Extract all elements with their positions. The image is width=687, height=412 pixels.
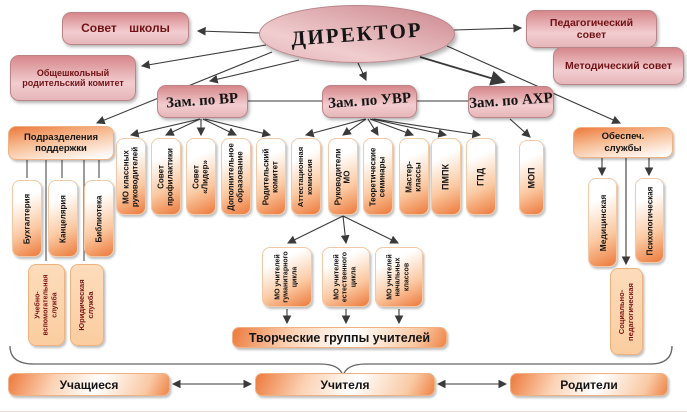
node-label: Подразделения поддержки [23, 131, 99, 154]
node-label: Канцелярия [58, 194, 68, 243]
node-legal-service: Юридическая служба [70, 264, 104, 346]
node-students: Учащиеся [8, 373, 170, 396]
node-pmpk: ПМПК [431, 138, 461, 215]
node-label: Учащиеся [59, 377, 119, 392]
node-label: Совет школы [81, 20, 170, 35]
node-master-classes: Мастер-классы [399, 138, 429, 215]
node-pedagogical-council: Педагогический совет [526, 10, 657, 48]
node-mo-humanities: МО учителей гуманитарного цикла [262, 247, 312, 307]
node-label: Учебно-вспомогательная служба [34, 274, 58, 336]
node-deputy-uvr: Зам. по УВР [322, 85, 417, 118]
node-attestation-commission: Аттестационная комиссия [291, 138, 321, 215]
node-label: Методический совет [565, 59, 672, 72]
node-label: Творческие группы учителей [248, 330, 431, 345]
node-label: ДИРЕКТОР [290, 16, 424, 51]
node-label: Библиотека [94, 195, 104, 242]
node-support-services-header: Обеспеч. службы [573, 127, 673, 158]
node-library: Библиотека [84, 180, 114, 257]
node-label: Медицинская [597, 194, 608, 251]
node-theoretical-seminars: Теоретические семинары [363, 138, 393, 215]
node-teachers: Учителя [255, 373, 435, 396]
node-support-divisions-header: Подразделения поддержки [8, 126, 114, 160]
node-label: МО учителей гуманитарного цикла [274, 251, 299, 303]
node-label: Зам. по ВР [165, 90, 240, 112]
node-label: Теоретические семинары [368, 147, 387, 206]
node-label: Аттестационная комиссия [296, 146, 314, 207]
node-methodical-council: Методический совет [553, 47, 684, 85]
node-label: Совет профилактики [156, 147, 175, 206]
node-label: МО классных руководителей [121, 146, 140, 207]
node-label: Социально-педагогическая [616, 282, 635, 341]
node-mo-primary-classes: МО учителей начальных классов [375, 247, 423, 307]
node-label: Педагогический совет [549, 16, 634, 41]
node-label: Учителя [320, 377, 370, 392]
node-label: Общешкольный родительский комитет [22, 67, 124, 88]
node-additional-education: Дополнительное образование [221, 138, 251, 215]
node-label: Руководители МО [333, 148, 352, 205]
node-parents: Родители [510, 373, 668, 396]
node-creative-groups: Творческие группы учителей [232, 327, 447, 348]
node-mo-leaders: Руководители МО [328, 138, 358, 215]
node-label: Мастер-классы [404, 160, 423, 193]
node-label: ПМПК [440, 163, 451, 190]
node-label: МОП [526, 167, 537, 188]
node-label: Зам. по УВР [327, 89, 412, 112]
node-label: Юридическая служба [77, 279, 95, 331]
node-label: Дополнительное образование [226, 142, 245, 211]
node-label: МО учителей начальных классов [386, 254, 411, 300]
node-social-pedagogical-service: Социально-педагогическая [610, 268, 643, 355]
node-label: Совет «Лидер» [191, 159, 210, 194]
node-gpd: ГПД [466, 138, 496, 215]
node-medical-service: Медицинская [588, 178, 617, 267]
node-deputy-ahr: Зам. по АХР [468, 86, 554, 118]
node-leader-council: Совет «Лидер» [186, 138, 216, 215]
node-deputy-vr: Зам. по ВР [157, 85, 248, 118]
node-label: МО учителей естественного цикла [333, 251, 358, 303]
node-educational-support-service: Учебно-вспомогательная служба [28, 264, 65, 346]
node-mop: МОП [519, 140, 544, 215]
node-label: Бухгалтерия [22, 193, 32, 244]
node-school-council: Совет школы [62, 12, 189, 45]
node-parent-committee: Общешкольный родительский комитет [10, 55, 136, 101]
node-label: Родительский комитет [261, 148, 280, 205]
node-label: Родители [560, 377, 618, 392]
node-parents-committee-unit: Родительский комитет [256, 138, 286, 215]
node-psychological-service: Психологическая [635, 178, 664, 263]
node-chancellery: Канцелярия [48, 180, 78, 257]
node-label: Психологическая [644, 186, 654, 255]
node-accounting: Бухгалтерия [12, 180, 42, 257]
node-prevention-council: Совет профилактики [151, 138, 181, 215]
node-mo-natural-sciences: МО учителей естественного цикла [322, 247, 370, 307]
node-label: Зам. по АХР [468, 90, 554, 113]
node-director: ДИРЕКТОР [259, 5, 455, 63]
node-label: Обеспеч. службы [601, 131, 645, 154]
node-mo-class-teachers: МО классных руководителей [116, 138, 146, 215]
node-label: ГПД [475, 167, 486, 186]
